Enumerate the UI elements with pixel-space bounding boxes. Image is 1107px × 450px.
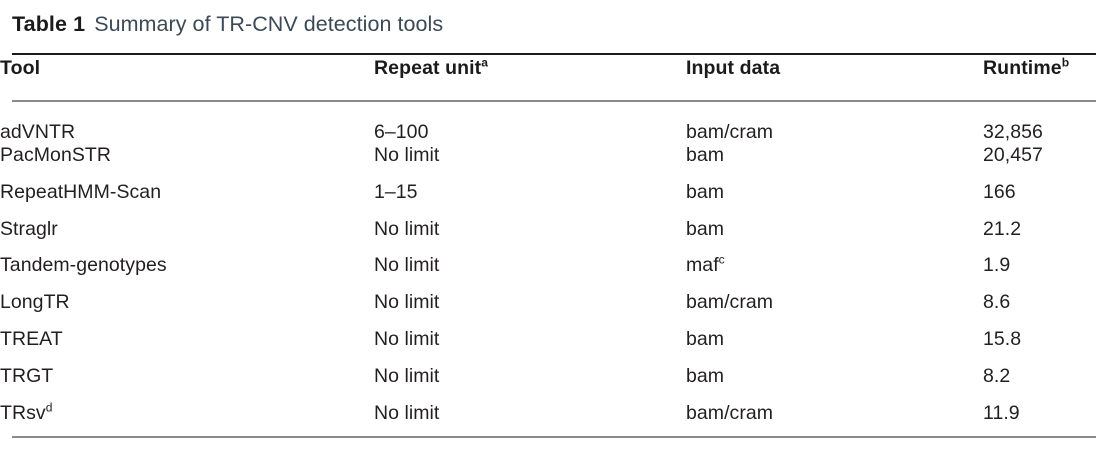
cell-repeat-unit: 6–100 <box>374 121 429 143</box>
cell-input-data: bam/cram <box>686 100 983 144</box>
cell-input-data: bam <box>686 218 983 255</box>
table-rule-bottom <box>12 436 1096 438</box>
cell-runtime: 32,856 <box>983 121 1043 143</box>
cell-repeat-unit: No limit <box>374 291 440 314</box>
cell-runtime: 1.9 <box>983 254 1011 277</box>
cell-runtime: 11.9 <box>983 401 1020 424</box>
table-row: TRsvd No limit bam/cram 11.9 <box>0 400 1107 439</box>
cell-runtime: 166 <box>983 180 1016 203</box>
cell-tool-text: PacMonSTR <box>0 144 111 166</box>
summary-table: Tool Repeat unita Input data Runtimeb ad… <box>0 55 1107 438</box>
cell-tool-footnote: d <box>45 400 53 415</box>
column-header-runtime-footnote: b <box>1061 55 1070 70</box>
table-row: RepeatHMM-Scan 1–15 bam 166 <box>0 181 1107 218</box>
table-body: adVNTR 6–100 bam/cram 32,856 PacMonSTR N… <box>0 100 1107 438</box>
column-header-tool-label: Tool <box>0 57 41 79</box>
table-rule-top <box>12 53 1096 55</box>
cell-runtime: 20,457 <box>983 144 1043 166</box>
cell-input-data-text: bam/cram <box>686 121 774 143</box>
cell-repeat-unit: 1–15 <box>374 180 418 203</box>
column-header-repeat-unit-footnote: a <box>481 55 488 70</box>
cell-tool: TRGT <box>0 365 374 402</box>
table-rule-header <box>12 100 1096 102</box>
column-header-input-data: Input data <box>686 57 983 100</box>
cell-repeat-unit: No limit <box>374 144 440 166</box>
cell-repeat-unit: No limit <box>374 401 440 424</box>
table-row: LongTR No limit bam/cram 8.6 <box>0 291 1107 328</box>
cell-tool-text: adVNTR <box>0 121 76 143</box>
cell-input-data-footnote: c <box>718 252 725 267</box>
cell-input-data-text: maf <box>686 254 719 277</box>
cell-tool-text: Tandem-genotypes <box>0 254 167 277</box>
table-header-row: Tool Repeat unita Input data Runtimeb <box>0 55 1107 100</box>
cell-tool: PacMonSTR <box>0 144 374 181</box>
cell-tool: LongTR <box>0 291 374 328</box>
cell-input-data: bam <box>686 181 983 218</box>
cell-input-data: bam/cram <box>686 402 983 439</box>
cell-input-data-text: bam <box>686 364 725 387</box>
cell-tool-text: TRsv <box>0 401 46 424</box>
column-header-repeat-unit-label: Repeat unit <box>374 57 482 79</box>
cell-input-data-text: bam/cram <box>686 291 774 314</box>
table-row: TRGT No limit bam 8.2 <box>0 365 1107 402</box>
cell-input-data-text: bam/cram <box>686 401 774 424</box>
cell-repeat-unit: No limit <box>374 217 440 240</box>
table-row: Tandem-genotypes No limit mafc 1.9 <box>0 254 1107 291</box>
cell-runtime: 21.2 <box>983 217 1022 240</box>
cell-tool-text: TRGT <box>0 364 54 387</box>
table-row: adVNTR 6–100 bam/cram 32,856 <box>0 100 1107 144</box>
cell-input-data: mafc <box>686 254 983 291</box>
cell-input-data-text: bam <box>686 327 725 350</box>
cell-input-data: bam/cram <box>686 291 983 328</box>
column-header-runtime-label: Runtime <box>983 57 1062 79</box>
cell-runtime: 8.6 <box>983 291 1011 314</box>
cell-tool-text: RepeatHMM-Scan <box>0 180 162 203</box>
cell-runtime: 8.2 <box>983 364 1011 387</box>
table-caption-text: Summary of TR-CNV detection tools <box>94 12 444 36</box>
table-row: TREAT No limit bam 15.8 <box>0 328 1107 365</box>
cell-tool: RepeatHMM-Scan <box>0 181 374 218</box>
cell-tool: Tandem-genotypes <box>0 254 374 291</box>
cell-tool-text: TREAT <box>0 327 63 350</box>
table-row: PacMonSTR No limit bam 20,457 <box>0 144 1107 181</box>
cell-input-data: bam <box>686 144 983 181</box>
cell-input-data-text: bam <box>686 180 725 203</box>
column-header-tool: Tool <box>0 57 374 100</box>
table-caption-label: Table 1 <box>12 12 86 36</box>
column-header-input-data-label: Input data <box>686 57 781 79</box>
cell-repeat-unit: No limit <box>374 364 440 387</box>
table-header: Tool Repeat unita Input data Runtimeb <box>0 55 1107 100</box>
table-row: Straglr No limit bam 21.2 <box>0 218 1107 255</box>
cell-input-data-text: bam <box>686 144 725 166</box>
cell-tool: Straglr <box>0 218 374 255</box>
column-header-repeat-unit: Repeat unita <box>374 55 686 100</box>
cell-repeat-unit: No limit <box>374 327 440 350</box>
cell-tool: TRsvd <box>0 400 374 439</box>
cell-input-data: bam <box>686 365 983 402</box>
cell-runtime: 15.8 <box>983 327 1022 350</box>
cell-repeat-unit: No limit <box>374 254 440 277</box>
cell-input-data: bam <box>686 328 983 365</box>
column-header-runtime: Runtimeb <box>983 55 1107 100</box>
cell-tool: adVNTR <box>0 100 374 144</box>
cell-tool: TREAT <box>0 328 374 365</box>
cell-tool-text: Straglr <box>0 217 58 240</box>
table-caption: Table 1 Summary of TR-CNV detection tools <box>12 10 1096 38</box>
cell-tool-text: LongTR <box>0 291 70 314</box>
cell-input-data-text: bam <box>686 217 725 240</box>
